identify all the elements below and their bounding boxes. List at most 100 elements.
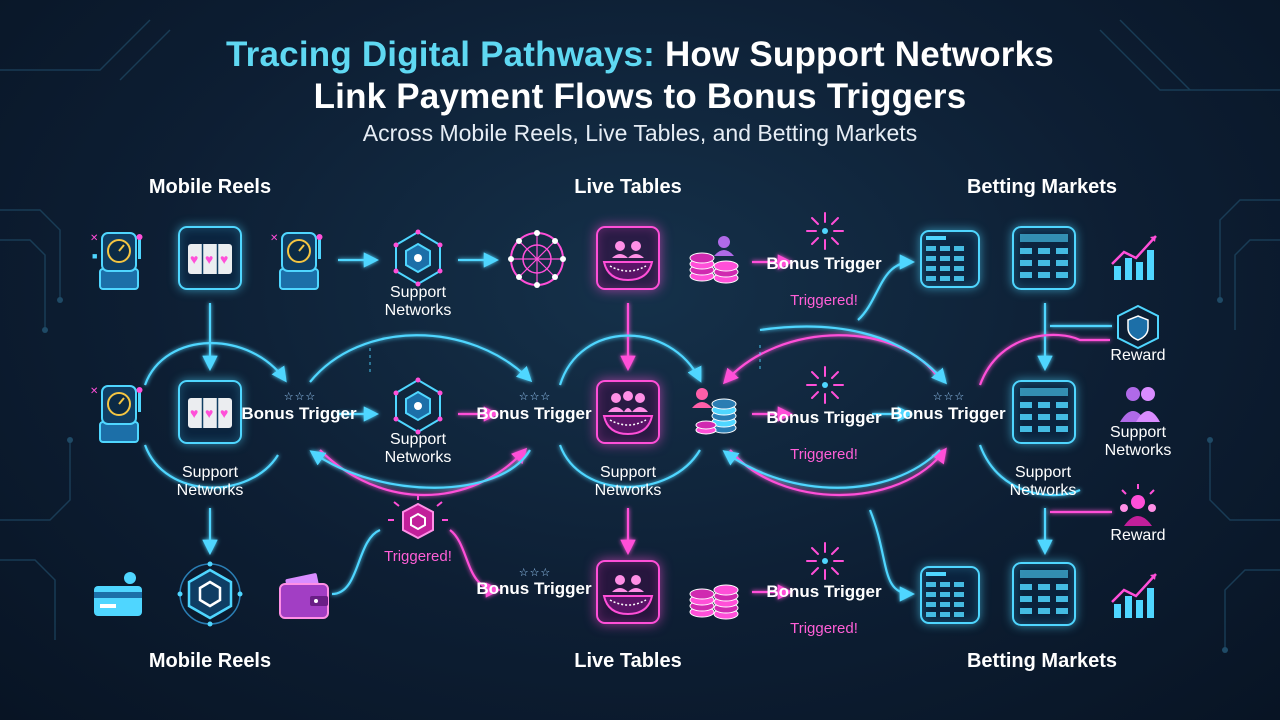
odds-board-icon <box>1020 388 1068 432</box>
label-reward: Reward <box>1110 527 1166 544</box>
flow-curve <box>143 444 279 489</box>
stars-icon: ☆☆☆ <box>932 391 966 403</box>
chip-stack-icon <box>689 584 739 620</box>
odds-board-tile <box>1012 226 1076 290</box>
svg-text:♥: ♥ <box>190 251 198 267</box>
payment-card-icon <box>94 572 142 616</box>
flow-curve <box>331 528 381 596</box>
svg-text:✕: ✕ <box>270 233 278 244</box>
label-triggered: Triggered! <box>790 620 858 637</box>
stars-icon: ☆☆☆ <box>518 391 552 403</box>
label-bonus-trigger: Bonus Trigger <box>241 404 357 423</box>
hexagon-network-icon <box>393 377 443 435</box>
flow-curve <box>309 449 531 489</box>
slot-reels-tile: ♥ ♥ ♥ <box>178 226 242 290</box>
live-table-icon <box>602 391 654 436</box>
footer-label-live-tables: Live Tables <box>574 650 682 672</box>
label-support-networks: Support Networks <box>1009 464 1077 499</box>
page-title: Tracing Digital Pathways: How Support Ne… <box>0 34 1280 118</box>
live-table-tile <box>596 380 660 444</box>
column-header-live-tables: Live Tables <box>574 176 682 198</box>
live-table-tile <box>596 226 660 290</box>
triggered-hexagon-icon <box>388 494 448 540</box>
column-header-mobile-reels: Mobile Reels <box>148 176 272 198</box>
label-triggered: Triggered! <box>384 548 452 565</box>
flow-curve <box>558 334 702 386</box>
stars-icon: ☆☆☆ <box>283 391 317 403</box>
flow-curve <box>309 334 533 383</box>
svg-text:♥: ♥ <box>205 405 213 421</box>
svg-text:✕: ✕ <box>90 233 98 244</box>
svg-text:■: ■ <box>92 251 97 261</box>
column-header-betting-markets: Betting Markets <box>966 176 1118 198</box>
label-triggered: Triggered! <box>790 292 858 309</box>
chip-stack-icon <box>689 236 739 284</box>
arrow <box>857 254 916 321</box>
label-bonus-trigger: Bonus Trigger <box>766 582 882 601</box>
flow-curve <box>978 333 1110 386</box>
flow-curve <box>759 325 948 385</box>
slot-reels-tile: ♥ ♥ ♥ <box>178 380 242 444</box>
stars-icon: ☆☆☆ <box>518 567 552 579</box>
slot-reels-icon: ♥ ♥ ♥ <box>188 398 232 428</box>
odds-board-icon <box>1020 234 1068 278</box>
odds-board-tile <box>920 566 980 624</box>
page-subtitle: Across Mobile Reels, Live Tables, and Be… <box>362 120 918 146</box>
flow-curve <box>722 449 941 489</box>
slot-machine-icon: ✕ <box>90 385 143 443</box>
flow-curve <box>558 444 701 488</box>
people-icon <box>1120 387 1160 422</box>
live-table-icon <box>602 575 654 616</box>
footer-label-betting-markets: Betting Markets <box>966 650 1118 672</box>
title-line2: Link Payment Flows to Bonus Triggers <box>313 77 967 116</box>
shield-icon <box>1117 304 1159 350</box>
flow-curve <box>978 444 1081 497</box>
title-line1-rest: How Support Networks <box>655 35 1054 74</box>
slot-reels-icon: ♥ ♥ ♥ <box>188 244 232 274</box>
label-bonus-trigger: Bonus Trigger <box>766 254 882 273</box>
odds-board-icon <box>1020 570 1068 614</box>
reward-people-icon <box>1120 484 1156 526</box>
label-bonus-trigger: Bonus Trigger <box>476 404 592 423</box>
svg-text:♥: ♥ <box>190 405 198 421</box>
flow-curve <box>449 529 502 598</box>
svg-text:✕: ✕ <box>90 386 98 397</box>
flow-curve <box>868 509 916 602</box>
title-highlight: Tracing Digital Pathways: <box>226 35 656 74</box>
network-ring-icon <box>508 230 566 288</box>
fireworks-icon <box>806 212 844 250</box>
hexagon-network-icon <box>177 561 243 627</box>
odds-board-icon <box>926 572 964 617</box>
live-table-tile <box>596 560 660 624</box>
label-bonus-trigger: Bonus Trigger <box>766 408 882 427</box>
label-support-networks: Support Networks <box>594 464 662 499</box>
flow-curve <box>143 342 287 386</box>
odds-board-tile <box>920 230 980 288</box>
label-bonus-trigger: Bonus Trigger <box>476 579 592 598</box>
label-reward: Reward <box>1110 347 1166 364</box>
label-support-networks: Support Networks <box>176 464 244 499</box>
wallet-icon <box>279 573 329 619</box>
fireworks-icon <box>806 366 844 404</box>
slot-machine-icon: ✕ <box>270 232 323 290</box>
growth-chart-icon <box>1111 573 1157 618</box>
chip-stack-icon <box>692 388 737 435</box>
flow-curve <box>729 447 947 496</box>
odds-board-tile <box>1012 380 1076 444</box>
svg-text:♥: ♥ <box>220 405 228 421</box>
growth-chart-icon <box>1111 235 1157 280</box>
hexagon-network-icon <box>393 229 443 287</box>
label-triggered: Triggered! <box>790 446 858 463</box>
svg-text:♥: ♥ <box>220 251 228 267</box>
odds-board-icon <box>926 236 964 281</box>
label-support-networks: Support Networks <box>384 284 452 319</box>
slot-machine-icon: ✕■ <box>90 232 143 290</box>
odds-board-tile <box>1012 562 1076 626</box>
svg-text:♥: ♥ <box>205 251 213 267</box>
label-bonus-trigger: Bonus Trigger <box>890 404 1006 423</box>
fireworks-icon <box>806 542 844 580</box>
label-support-networks: Support Networks <box>384 431 452 466</box>
footer-label-mobile-reels: Mobile Reels <box>148 650 272 672</box>
